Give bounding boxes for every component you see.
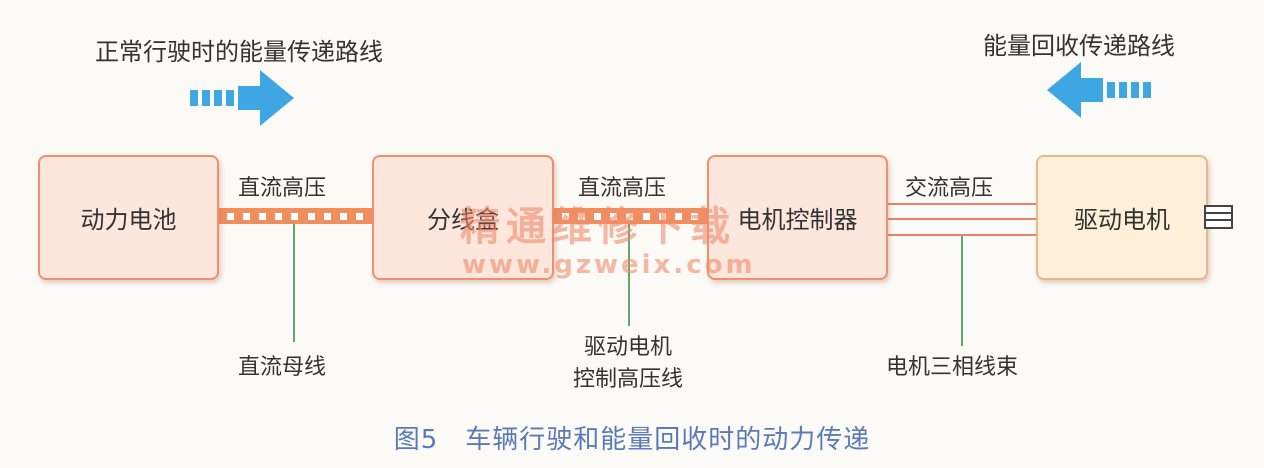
controller-motor-label: 交流高压 — [905, 176, 994, 201]
motor-ctrl-line-callout-label: 驱动电机 控制高压线 — [568, 332, 688, 396]
three-phase-callout-label: 电机三相线束 — [886, 355, 1019, 380]
motor-controller-label: 电机控制器 — [737, 206, 858, 234]
recovery-path-label: 能量回收传递路线 — [983, 32, 1175, 60]
dc-bus-connector — [216, 208, 374, 224]
motor-controller-box: 电机控制器 — [707, 155, 888, 280]
three-phase-callout-line — [961, 236, 963, 346]
forward-path-label: 正常行驶时的能量传递路线 — [95, 38, 383, 66]
recovery-arrow-icon — [1047, 62, 1151, 118]
drive-motor-box: 驱动电机 — [1036, 155, 1208, 280]
junction-box-label: 分线盒 — [427, 206, 499, 234]
dc-bus-callout-line — [293, 224, 295, 342]
forward-arrow-icon — [190, 70, 294, 126]
battery-junction-label: 直流高压 — [238, 176, 327, 201]
motor-control-hv-connector — [551, 208, 709, 224]
motor-ctrl-line-callout-line — [628, 224, 630, 326]
motor-ctrl-line-callout-line1: 驱动电机 — [583, 335, 672, 360]
phase-line-u — [884, 203, 1038, 205]
dc-bus-callout-label: 直流母线 — [238, 355, 327, 380]
junction-controller-label: 直流高压 — [578, 176, 667, 201]
phase-line-v — [884, 218, 1038, 220]
power-battery-label: 动力电池 — [80, 206, 177, 234]
motor-shaft-icon — [1204, 205, 1233, 229]
junction-box: 分线盒 — [372, 155, 554, 280]
phase-line-w — [884, 234, 1038, 236]
motor-ctrl-line-callout-line2: 控制高压线 — [572, 367, 683, 392]
power-battery-box: 动力电池 — [38, 155, 219, 280]
figure-caption: 图5 车辆行驶和能量回收时的动力传递 — [393, 425, 871, 455]
drive-motor-label: 驱动电机 — [1074, 206, 1170, 234]
